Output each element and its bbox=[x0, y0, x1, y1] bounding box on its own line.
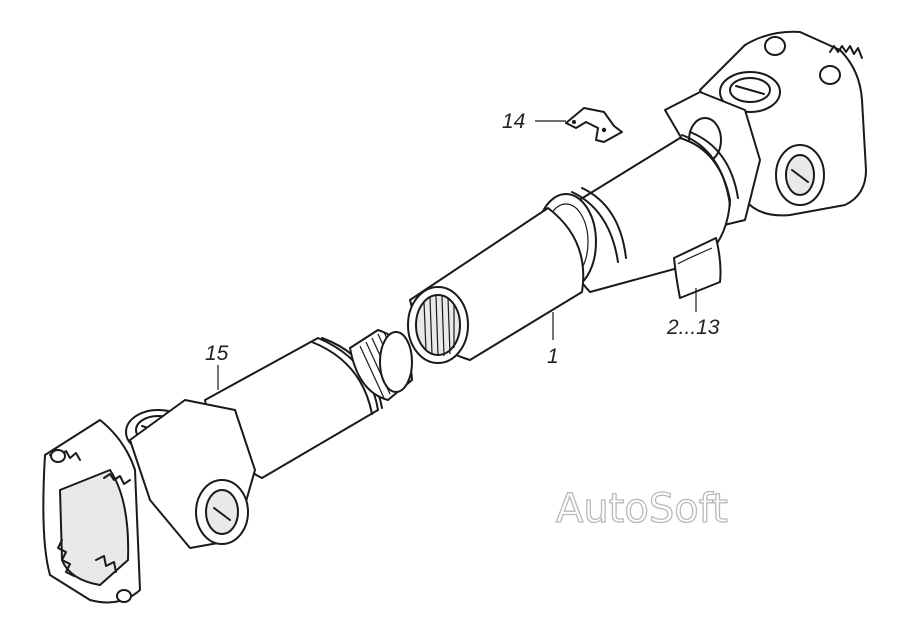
balance-plate-part bbox=[673, 237, 722, 299]
left-universal-joint bbox=[42, 399, 256, 604]
slip-sleeve bbox=[407, 207, 585, 364]
callout-label-15: 15 bbox=[205, 342, 229, 365]
callout-label-14: 14 bbox=[502, 110, 525, 133]
bracket-part bbox=[565, 107, 623, 143]
callout-label-2-13: 2...13 bbox=[666, 316, 720, 339]
autosoft-watermark: AutoSoft bbox=[556, 486, 728, 532]
callout-label-1: 1 bbox=[547, 345, 559, 368]
leader-lines bbox=[217, 120, 697, 390]
